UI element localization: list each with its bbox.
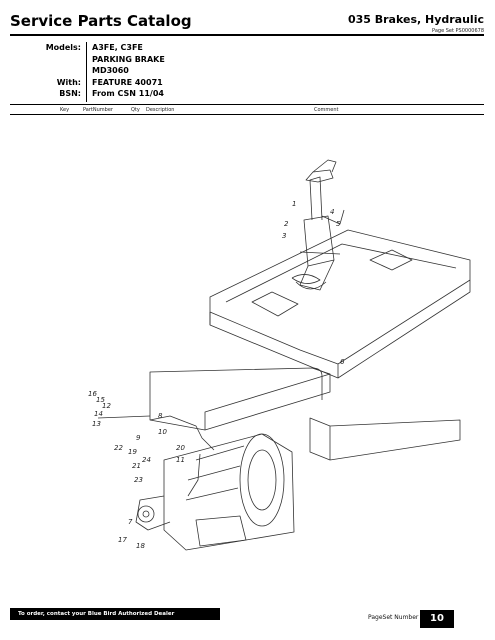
catalog-title: Service Parts Catalog: [10, 12, 192, 30]
callout-19: 19: [128, 448, 137, 456]
bsn-value: From CSN 11/04: [92, 89, 164, 98]
table-top-rule: [10, 104, 484, 105]
col-comment: Comment: [314, 107, 339, 113]
table-header-rule: [10, 114, 484, 115]
page-number: 10: [420, 610, 454, 628]
model-divider: [86, 42, 87, 102]
callout-1: 1: [292, 200, 296, 208]
callout-23: 23: [134, 476, 143, 484]
header-rule: [10, 34, 484, 36]
callout-24: 24: [142, 456, 151, 464]
col-description: Description: [146, 107, 175, 113]
callout-3: 3: [282, 232, 286, 240]
col-partnumber: PartNumber: [83, 107, 113, 113]
model-value: PARKING BRAKE: [92, 54, 165, 64]
with-label: With:: [56, 77, 81, 87]
callout-15: 15: [96, 396, 105, 404]
col-key: Key: [60, 107, 70, 113]
parts-diagram: 1 2 3 4 5 6 7 8 9 10 11 12 13 14 15 16 1…: [88, 159, 471, 551]
feature-value: FEATURE 40071: [92, 77, 163, 87]
callout-labels: 1 2 3 4 5 6 7 8 9 10 11 12 13 14 15 16 1…: [88, 200, 345, 550]
callout-9: 9: [136, 434, 141, 442]
callout-2: 2: [284, 220, 289, 228]
model-value: A3FE, C3FE: [92, 43, 143, 52]
callout-16: 16: [88, 390, 97, 398]
callout-4: 4: [330, 208, 334, 216]
channel-drawing: [149, 367, 461, 461]
callout-21: 21: [132, 462, 141, 470]
callout-14: 14: [94, 410, 103, 418]
callout-8: 8: [158, 412, 163, 420]
transmission-drawing: [135, 433, 295, 551]
col-qty: Qty: [131, 107, 140, 113]
model-value: MD3060: [92, 66, 129, 75]
brake-lever-drawing: [295, 159, 345, 291]
callout-18: 18: [136, 542, 145, 550]
order-notice: To order, contact your Blue Bird Authori…: [10, 608, 220, 620]
models-label-blank-2: [10, 65, 81, 77]
callout-5: 5: [336, 220, 341, 228]
callout-12: 12: [102, 402, 111, 410]
callout-13: 13: [92, 420, 101, 428]
callout-20: 20: [176, 444, 185, 452]
models-label: Models:: [45, 43, 81, 52]
bsn-label: BSN:: [59, 89, 81, 98]
pageset-number-label: PageSet Number: [368, 614, 419, 621]
brake-cable-drawing: [97, 415, 215, 497]
section-title: 035 Brakes, Hydraulic: [347, 13, 484, 26]
callout-6: 6: [340, 358, 345, 366]
models-label-blank-1: [10, 54, 81, 66]
callout-11: 11: [176, 456, 185, 464]
callout-10: 10: [158, 428, 167, 436]
callout-7: 7: [128, 518, 133, 526]
floor-plate-drawing: [209, 229, 471, 379]
callout-17: 17: [118, 536, 127, 544]
page-set-id: Page Set PS0000678: [432, 28, 484, 34]
callout-22: 22: [114, 444, 123, 452]
